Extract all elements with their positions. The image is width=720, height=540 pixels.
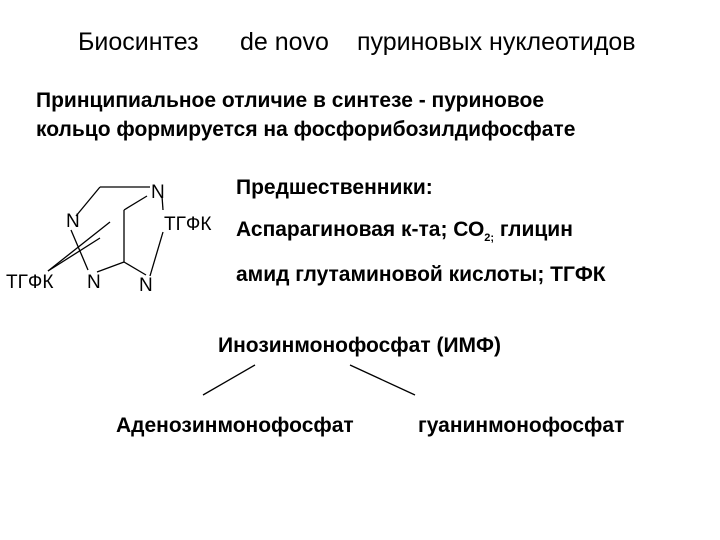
bond-left-down [70, 229, 89, 271]
imp-label: Инозинмонофосфат (ИМФ) [218, 334, 501, 357]
bond-right-down [149, 231, 164, 277]
title-part1: Биосинтез [78, 28, 199, 56]
precursors-line2: амид глутаминовой кислоты; ТГФК [236, 263, 606, 286]
subtitle-line2: кольцо формируется на фосфорибозилдифосф… [36, 118, 576, 141]
atom-n-bottom-left: N [87, 272, 101, 293]
title-part3: пуриновых нуклеотидов [357, 28, 636, 56]
precursors-line1-sub: 2; [484, 232, 495, 245]
label-tgfk-left: ТГФК [6, 272, 54, 293]
label-tgfk-right: ТГФК [164, 214, 212, 235]
tgfk-line-1 [47, 221, 111, 272]
bond-bottom-left [96, 261, 125, 273]
precursors-line1: Аспарагиновая к-та; СО2; глицин [236, 218, 573, 244]
atom-n-bottom-right: N [139, 275, 153, 296]
precursors-line1-a: Аспарагиновая к-та; СО [236, 218, 485, 241]
bond-top-left [75, 186, 101, 217]
arrow-to-amp [202, 364, 256, 396]
bond-top-right [161, 195, 164, 211]
subtitle: Принципиальное отличие в синтезе - пурин… [36, 86, 575, 144]
atom-n-top: N [151, 182, 165, 203]
bond-inner-top [123, 195, 148, 211]
precursors-line1-b: глицин [494, 218, 573, 241]
bond-bottom-right [123, 261, 147, 276]
amp-label: Аденозинмонофосфат [116, 414, 354, 437]
atom-n-left: N [66, 211, 80, 232]
arrow-to-gmp [349, 364, 416, 396]
tgfk-line-2 [47, 237, 101, 272]
subtitle-line1: Принципиальное отличие в синтезе - пурин… [36, 89, 545, 112]
title-part2: de novo [240, 28, 329, 56]
gmp-label: гуанинмонофосфат [418, 414, 625, 437]
precursors-heading: Предшественники: [236, 176, 433, 199]
